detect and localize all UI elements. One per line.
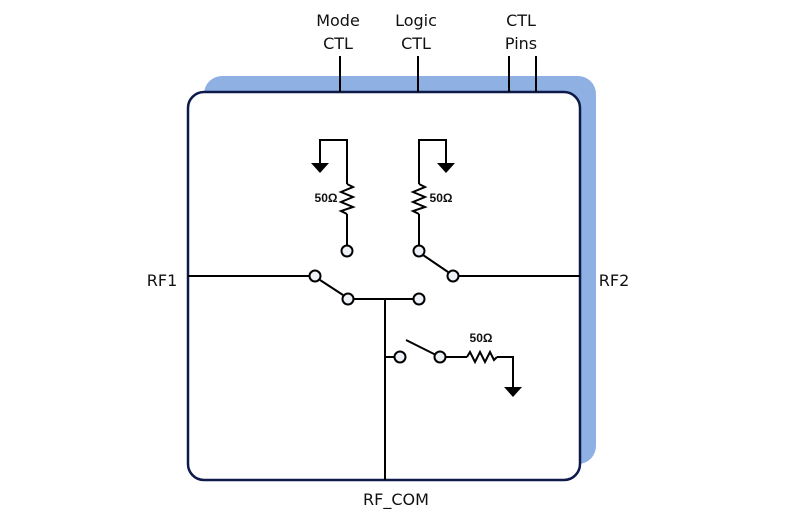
common-right-node (412, 292, 426, 306)
rf1-termination-network (311, 139, 356, 245)
rf2-label: RF2 (599, 271, 630, 290)
ground-icon (504, 387, 522, 397)
rf2-contact-node (446, 269, 460, 283)
shunt-right-node (433, 350, 447, 364)
rf-com-label: RF_COM (363, 490, 429, 510)
resistor-icon (338, 183, 356, 215)
logic-ctl-label-line2: CTL (401, 34, 431, 53)
rf2-termination-network (410, 139, 455, 245)
common-left-node (341, 292, 355, 306)
rf1-termination-node (340, 244, 354, 258)
mode-ctl-label-line2: CTL (323, 34, 353, 53)
rf1-label: RF1 (147, 271, 178, 290)
rf1-contact-node (308, 269, 322, 283)
resistor-icon (410, 183, 428, 215)
rf2-resistor-label: 50Ω (430, 191, 453, 205)
shunt-termination-network (385, 339, 522, 397)
rf1-resistor-label: 50Ω (315, 191, 338, 205)
shunt-switch-arm (405, 339, 437, 356)
shunt-left-node (393, 350, 407, 364)
rf2-termination-node (412, 244, 426, 258)
logic-ctl-label-line1: Logic (395, 11, 437, 30)
ctl-pins-label-line2: Pins (505, 34, 537, 53)
resistor-icon (466, 349, 498, 365)
mode-ctl-label-line1: Mode (316, 11, 360, 30)
ground-icon (311, 163, 329, 173)
rf1-switch-arm (319, 279, 344, 296)
shunt-resistor-label: 50Ω (470, 331, 493, 345)
ctl-pins-label-line1: CTL (506, 11, 536, 30)
rf2-termination-switch-arm (422, 254, 449, 273)
ground-icon (437, 163, 455, 173)
